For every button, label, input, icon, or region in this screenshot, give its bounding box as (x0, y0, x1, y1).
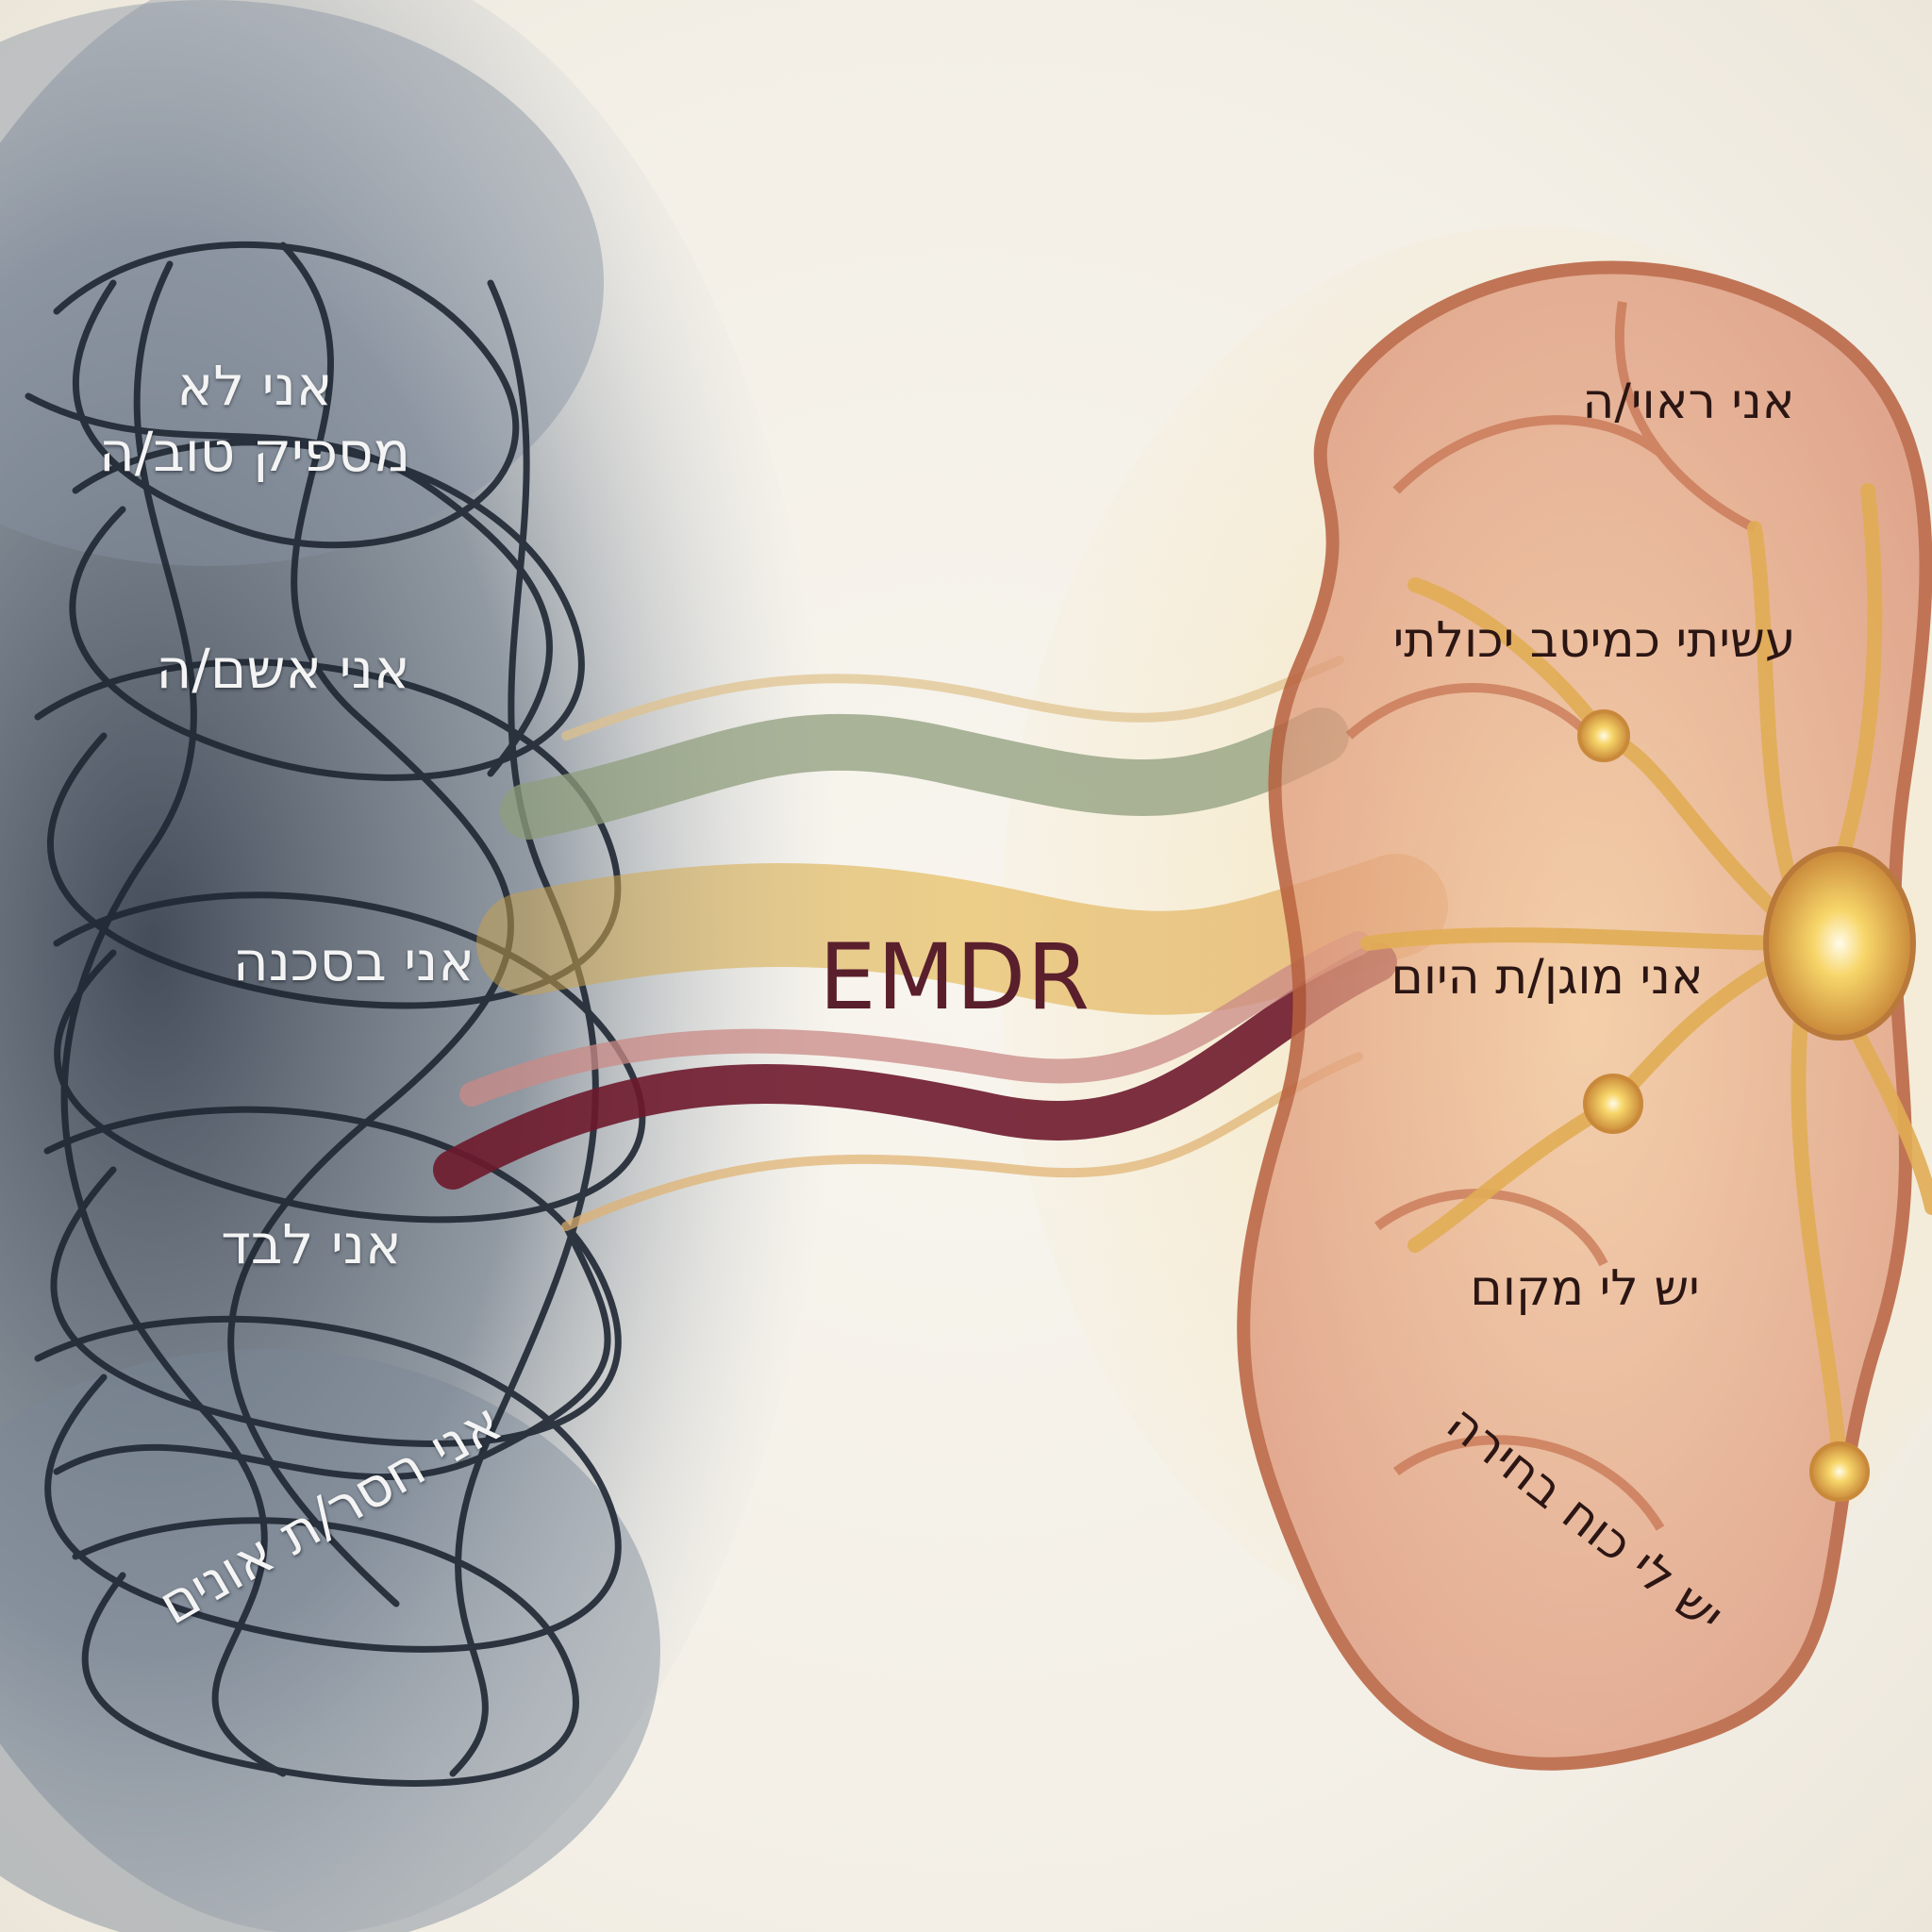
negative-belief-not-good-enough: אני לא מספיק טוב/ה (66, 354, 443, 485)
emdr-label: EMDR (818, 924, 1091, 1030)
negative-belief-guilty: אני אשם/ה (156, 637, 410, 701)
negative-belief-in-danger: אני בסכנה (232, 929, 475, 993)
belief-line: מספיק טוב/ה (98, 419, 411, 484)
positive-belief-have-place: יש לי מקום (1470, 1260, 1700, 1317)
positive-belief-safe-today: אני מוגן/ת היום (1391, 949, 1704, 1006)
positive-belief-did-my-best: עשיתי כמיטב יכולתי (1392, 612, 1796, 669)
negative-belief-alone: אני לבד (221, 1212, 402, 1276)
positive-belief-worthy: אני ראוי/ה (1582, 374, 1795, 430)
belief-line: אני לא (176, 354, 333, 418)
